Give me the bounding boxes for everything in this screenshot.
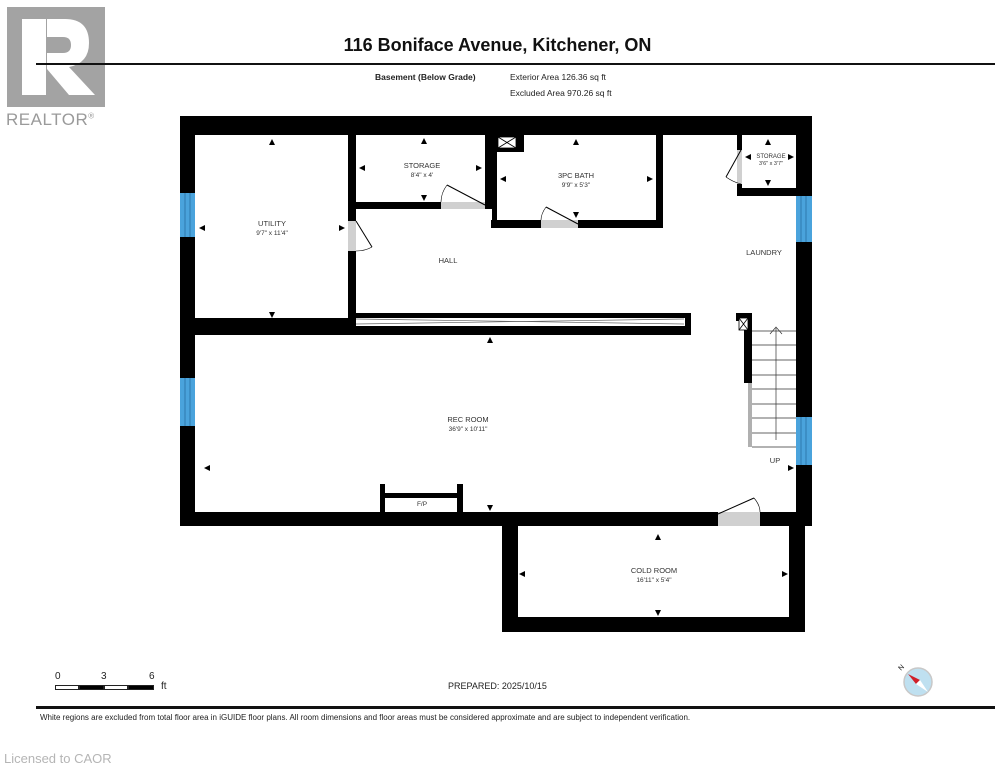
registered-mark: ® xyxy=(88,111,95,121)
scale-segment xyxy=(128,685,154,690)
room-label-hall: HALL xyxy=(439,256,458,265)
room-dims-bath: 9'9" x 5'3" xyxy=(562,182,591,189)
scale-tick-0: 0 xyxy=(55,671,61,682)
room-label-laundry: LAUNDRY xyxy=(746,248,782,257)
scale-tick-6: 6 xyxy=(149,671,155,682)
windows xyxy=(180,193,812,465)
window-laundry xyxy=(796,196,812,242)
prepared-date: PREPARED: 2025/10/15 xyxy=(448,681,547,691)
window-rec-left xyxy=(180,378,195,426)
compass-icon: N xyxy=(897,664,933,697)
closet-lines xyxy=(355,318,685,325)
stairs-up-label: UP xyxy=(770,456,780,465)
level-name: Basement (Below Grade) xyxy=(375,72,476,82)
scale-segment xyxy=(79,685,104,690)
scale-segment xyxy=(104,685,128,690)
scale-unit: ft xyxy=(161,681,167,692)
room-label-rec-room: REC ROOM xyxy=(447,415,488,424)
room-label-storage-2: STORAGE xyxy=(756,154,785,160)
room-label-storage-1: STORAGE xyxy=(404,161,441,170)
realtor-r-icon xyxy=(22,19,95,95)
window-utility xyxy=(180,193,195,237)
room-label-bath: 3PC BATH xyxy=(558,171,594,180)
footer-divider xyxy=(36,706,995,709)
room-dims-storage-1: 8'4" x 4' xyxy=(411,172,434,179)
room-dims-utility: 9'7" x 11'4" xyxy=(256,230,288,237)
realtor-word: REALTOR xyxy=(6,110,89,129)
page-title: 116 Boniface Avenue, Kitchener, ON xyxy=(343,35,652,55)
walls xyxy=(180,116,812,632)
scale-bar: 0 3 6 ft xyxy=(55,671,185,695)
compass-north-label: N xyxy=(897,664,906,673)
room-label-cold-room: COLD ROOM xyxy=(631,566,677,575)
room-label-utility: UTILITY xyxy=(258,219,286,228)
realtor-logo xyxy=(7,7,105,107)
doors xyxy=(348,149,761,526)
stair-railing xyxy=(748,383,752,447)
fireplace-label: F/P xyxy=(417,501,427,508)
scale-segment xyxy=(55,685,79,690)
realtor-wordmark: REALTOR® xyxy=(6,110,95,130)
disclaimer-text: White regions are excluded from total fl… xyxy=(40,713,691,722)
stairs xyxy=(752,326,796,448)
room-dims-storage-2: 3'6" x 3'7" xyxy=(759,161,783,167)
window-rec-right xyxy=(796,417,812,465)
title-divider xyxy=(36,63,995,65)
scale-tick-3: 3 xyxy=(101,671,107,682)
exterior-area: Exterior Area 126.36 sq ft xyxy=(510,72,606,82)
room-labels: UTILITY 9'7" x 11'4" STORAGE 8'4" x 4' 3… xyxy=(256,154,785,584)
dimension-arrows xyxy=(199,138,794,616)
room-dims-rec-room: 36'9" x 10'11" xyxy=(449,426,488,433)
room-dims-cold-room: 16'11" x 5'4" xyxy=(636,577,672,584)
excluded-area: Excluded Area 970.26 sq ft xyxy=(510,88,612,98)
license-watermark: Licensed to CAOR xyxy=(4,751,112,766)
vent-icons xyxy=(497,136,749,331)
